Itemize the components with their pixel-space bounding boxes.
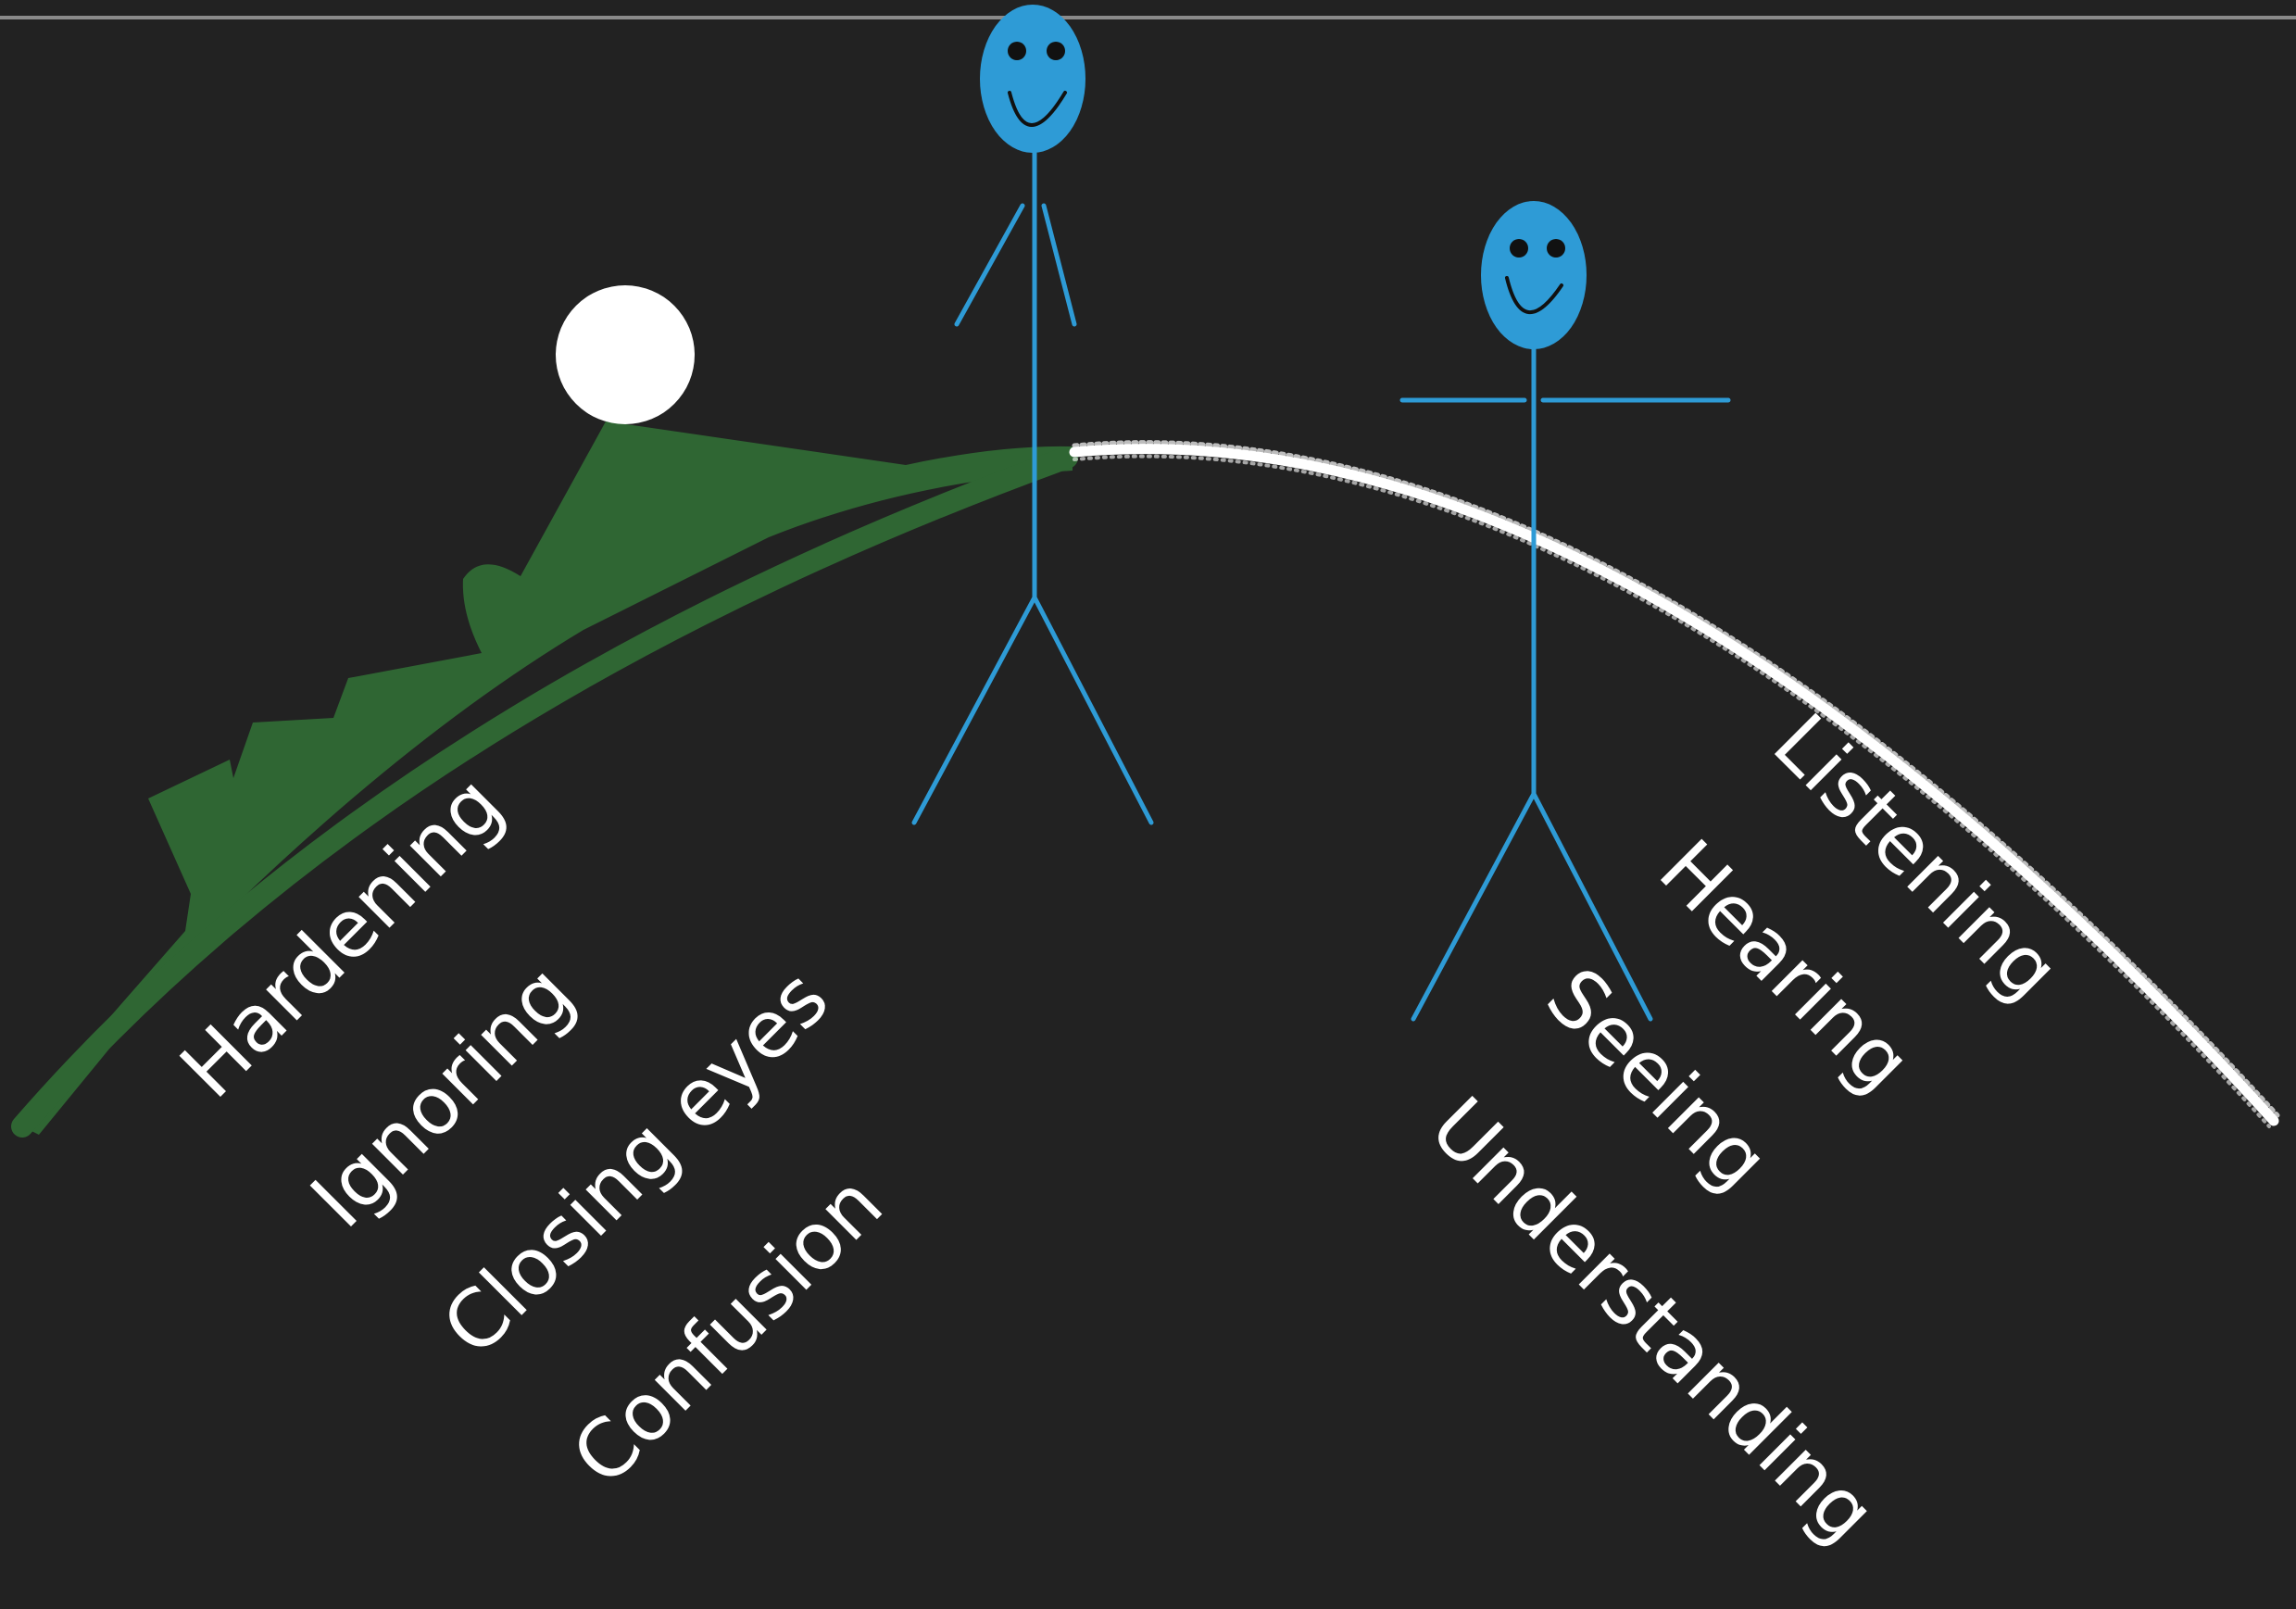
stick-figure-right-leg bbox=[1411, 791, 1537, 1022]
stick-figure-left-leg bbox=[1032, 595, 1154, 825]
stick-figure-right-eye bbox=[1510, 239, 1528, 258]
stick-figure-left-leg bbox=[911, 595, 1037, 825]
stick-figure-left-smile bbox=[1008, 91, 1067, 127]
stick-figure-left-eye bbox=[1047, 42, 1065, 60]
stick-figure-right-eye bbox=[1547, 239, 1565, 258]
hill-ground-edge bbox=[11, 446, 1078, 1138]
stick-figure-left bbox=[911, 5, 1154, 825]
chalk-path bbox=[1069, 440, 2280, 1128]
stick-figure-right-head bbox=[1481, 201, 1587, 349]
stick-figure-right bbox=[1399, 201, 1731, 1022]
ball bbox=[556, 285, 695, 424]
stick-figure-left-head bbox=[980, 5, 1085, 153]
green-hill bbox=[17, 421, 1073, 1135]
stick-figure-left-arm bbox=[1041, 203, 1077, 327]
stick-figure-left-eye bbox=[1008, 42, 1026, 60]
stick-figure-right-leg bbox=[1531, 791, 1653, 1022]
label-understanding: Understanding bbox=[1412, 1080, 1893, 1561]
stick-figure-right-smile bbox=[1505, 276, 1563, 315]
stick-figure-left-arm bbox=[954, 203, 1025, 327]
